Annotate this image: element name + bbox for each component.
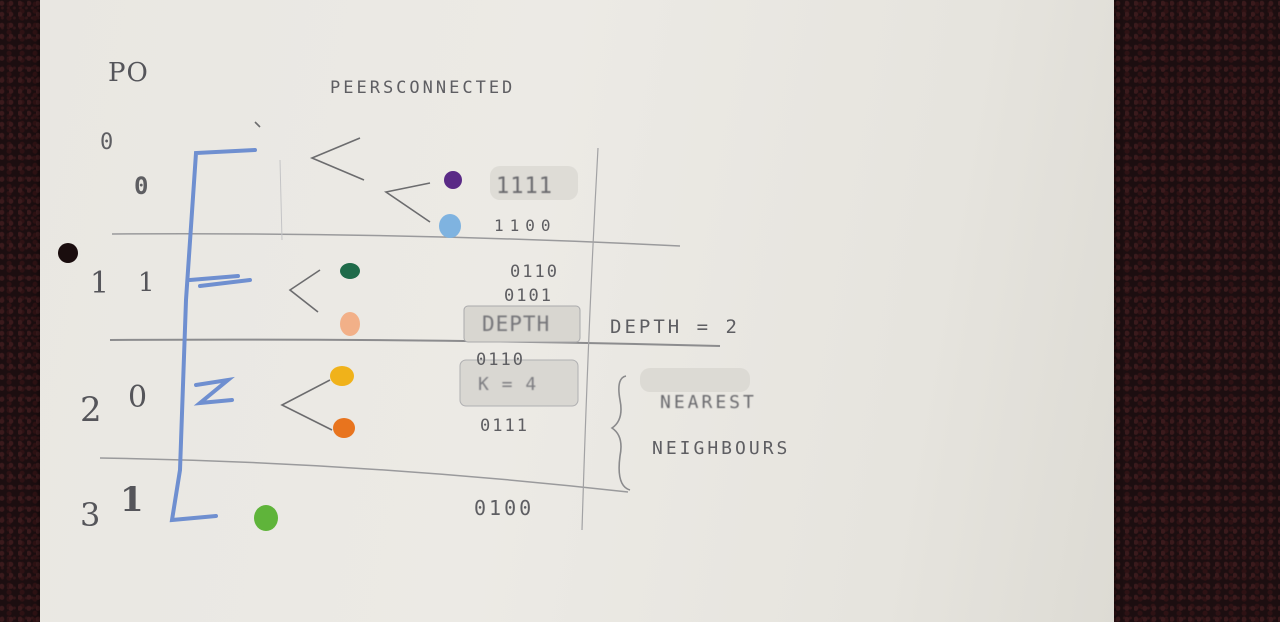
po-value-row0: 0 [100, 130, 115, 155]
peer-branches [254, 121, 431, 431]
row-separator-0 [111, 233, 681, 247]
peers-value-row0: 0 [134, 172, 150, 200]
nearest-smudge [640, 368, 750, 392]
peers-value-row2: 0 [128, 380, 149, 415]
depth-box-label: DEPTH [482, 312, 551, 336]
binding-hole [58, 243, 78, 263]
column-divider-faint [279, 159, 283, 241]
neighbours-label: NEIGHBOURS [652, 438, 791, 459]
po-value-row1: 1 [90, 266, 111, 301]
peers-value-row1: 1 [138, 268, 156, 298]
k-box-label: K = 4 [478, 374, 538, 395]
nearest-label: NEAREST [660, 392, 757, 413]
address-row2-a: 0110 [476, 350, 525, 370]
depth-box [463, 305, 581, 343]
bins-bracket [169, 148, 257, 523]
peer-dot-row1-peach [340, 312, 360, 336]
row-separator-2 [99, 457, 629, 493]
neighbours-brace [610, 375, 631, 491]
peers-value-row3: 1 [120, 480, 145, 520]
po-value-row2: 2 [80, 390, 103, 430]
row-separator-1 [109, 338, 721, 347]
address-row2-b: 0111 [480, 416, 529, 436]
k-box [459, 359, 579, 407]
address-smudge [490, 166, 578, 200]
depth-label: DEPTH = 2 [610, 316, 740, 338]
peer-dot-row3-green [254, 505, 278, 531]
po-value-row3: 3 [80, 496, 102, 534]
peer-dot-row1-green [340, 263, 360, 279]
address-row0-a: 1111 [496, 174, 553, 199]
address-row1-b: 0101 [504, 286, 553, 306]
peer-dot-row2-orange [333, 418, 355, 438]
peers-connected-header: PEERSCONNECTED [330, 78, 516, 98]
peer-dot-row0-purple [444, 171, 462, 189]
address-row1-a: 0110 [510, 262, 559, 282]
po-header: PO [108, 58, 149, 88]
peer-dot-row0-lightblue [439, 214, 461, 238]
address-row0-b: 1100 [494, 216, 557, 235]
column-divider [581, 147, 599, 531]
peer-dot-row2-yellow [330, 366, 354, 386]
address-row3-a: 0100 [474, 496, 535, 520]
